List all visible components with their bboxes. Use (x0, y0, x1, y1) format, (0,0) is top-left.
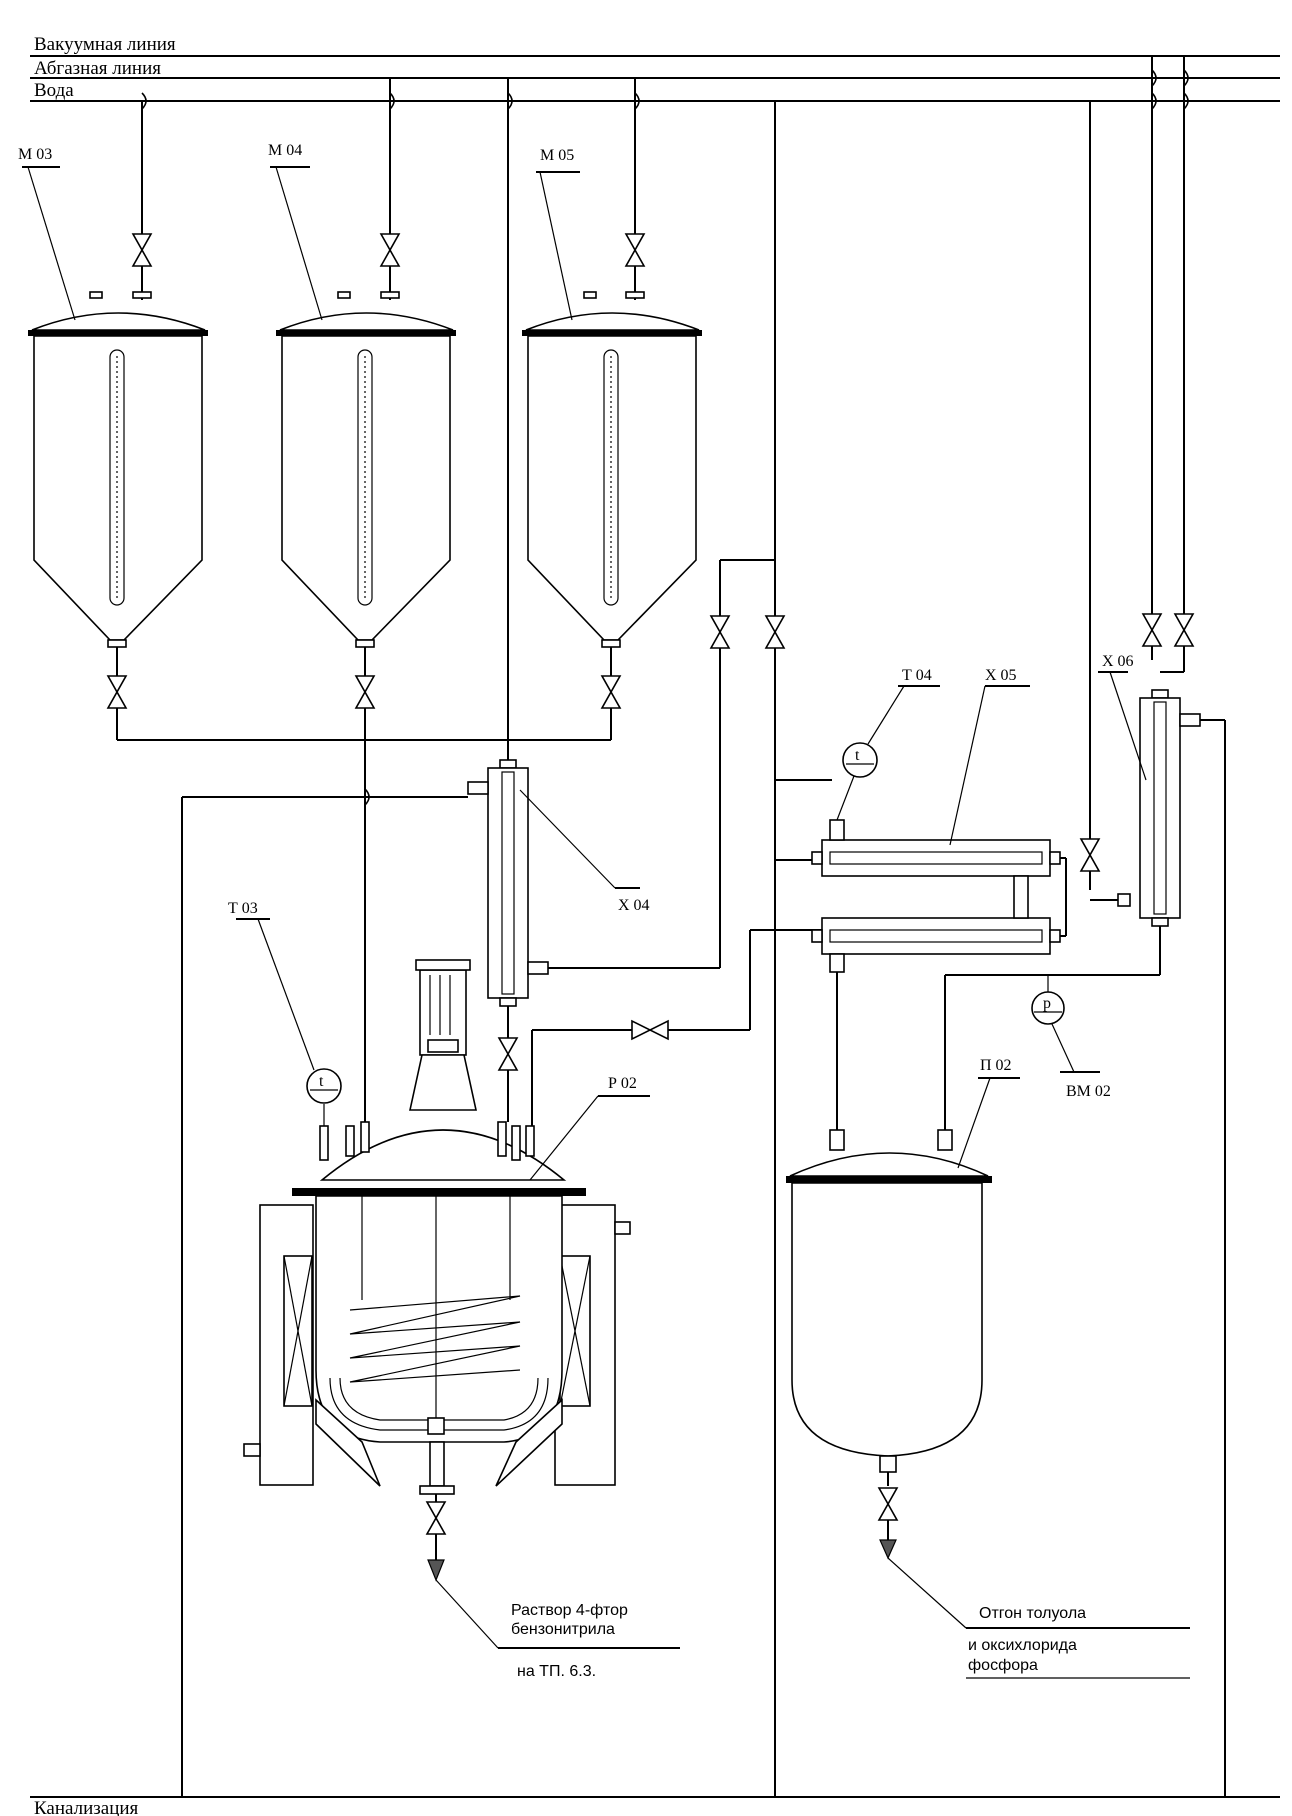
vacuum-gauge-bm02: p ВМ 02 (1031, 975, 1111, 1100)
condenser-x04: Х 04 (181, 78, 775, 1797)
thermometer-t03: t Т 03 (228, 900, 342, 1126)
vacuum-line-label: Вакуумная линия (34, 34, 176, 55)
label-m03: М 03 (18, 146, 52, 163)
label-m05: М 05 (540, 147, 574, 164)
water-line-label: Вода (34, 80, 74, 101)
label-n02: П 02 (980, 1057, 1012, 1074)
distillate-note-line3: фосфора (968, 1657, 1038, 1674)
label-bm02: ВМ 02 (1066, 1083, 1111, 1100)
label-p02: Р 02 (608, 1075, 637, 1092)
tank-m04: М 04 (268, 78, 456, 1122)
bm02-symbol: p (1043, 995, 1051, 1012)
tank-m03: М 03 (18, 92, 208, 740)
distillate-note-line1: Отгон толуола (979, 1605, 1086, 1622)
thermometer-t04: t Т 04 (836, 667, 940, 821)
receiver-n02: П 02 (786, 1057, 1020, 1560)
label-m04: М 04 (268, 142, 302, 159)
reactor-r02: Р 02 (243, 929, 826, 1582)
t03-symbol: t (319, 1073, 324, 1090)
heat-exchanger-x05: Х 05 (811, 667, 1067, 1150)
product-note-line2: бензонитрила (511, 1621, 615, 1638)
label-x05: Х 05 (985, 667, 1017, 684)
product-note-line3: на ТП. 6.3. (517, 1663, 596, 1680)
header-lines: Вакуумная линия Абгазная линия Вода Кана… (30, 34, 1280, 1816)
label-x04: Х 04 (618, 897, 650, 914)
label-t03: Т 03 (228, 900, 258, 917)
exhaust-line-label: Абгазная линия (34, 58, 161, 79)
product-note-line1: Раствор 4-фтор (511, 1602, 628, 1619)
label-x06: Х 06 (1102, 653, 1134, 670)
label-t04: Т 04 (902, 667, 932, 684)
distillate-note-line2: и оксихлорида (968, 1637, 1077, 1654)
distillate-note: Отгон толуола и оксихлорида фосфора (887, 1557, 1190, 1679)
sewer-line-label: Канализация (34, 1798, 139, 1816)
condenser-x06: Х 06 (944, 56, 1226, 1797)
product-note: Раствор 4-фтор бензонитрила на ТП. 6.3. (435, 1579, 680, 1680)
tank-m05: М 05 (522, 78, 702, 740)
t04-symbol: t (855, 747, 860, 764)
